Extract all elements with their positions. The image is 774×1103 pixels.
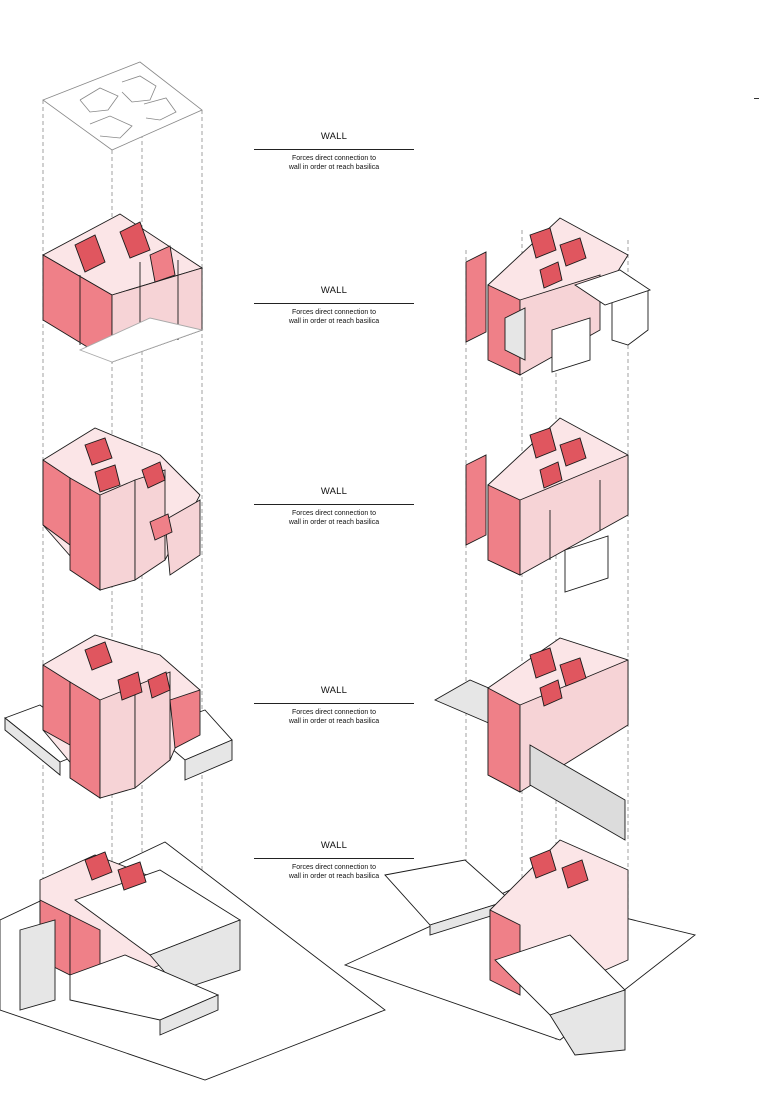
annotation-description-line-1: Forces direct connection to: [291, 709, 377, 716]
annotation-description-line-1: Forces direct connection to: [291, 510, 377, 517]
annotation-description-line-2: wall in order ot reach basilica: [288, 873, 380, 880]
corner-dash-mark: [754, 98, 759, 99]
annotation-divider: [254, 303, 414, 304]
left-level-3-massing: [42, 427, 201, 591]
annotation-description-line-2: wall in order ot reach basilica: [288, 164, 380, 171]
right-level-3-massing: [465, 417, 629, 593]
left-level-4-massing: [4, 634, 233, 799]
left-level-2-massing: [42, 213, 204, 363]
annotation-title: WALL: [320, 131, 348, 142]
annotation-wall-4: WALL Forces direct connection to wall in…: [254, 685, 414, 726]
annotation-title: WALL: [320, 685, 348, 696]
annotation-description-line-1: Forces direct connection to: [291, 155, 377, 162]
annotation-wall-1: WALL Forces direct connection to wall in…: [254, 131, 414, 172]
annotation-divider: [254, 858, 414, 859]
annotation-title: WALL: [320, 486, 348, 497]
right-level-4-massing: [433, 637, 629, 841]
annotation-description-line-1: Forces direct connection to: [291, 309, 377, 316]
annotation-wall-2: WALL Forces direct connection to wall in…: [254, 285, 414, 326]
annotation-description-line-2: wall in order ot reach basilica: [288, 718, 380, 725]
left-level-5-site: [0, 841, 386, 1081]
annotation-description-line-1: Forces direct connection to: [291, 864, 377, 871]
annotation-description-line-2: wall in order ot reach basilica: [288, 318, 380, 325]
annotation-wall-5: WALL Forces direct connection to wall in…: [254, 840, 414, 881]
right-level-5-site: [343, 839, 697, 1056]
annotation-divider: [254, 149, 414, 150]
annotation-title: WALL: [320, 840, 348, 851]
left-level-1-footprint: [42, 61, 203, 151]
right-level-2-massing: [465, 217, 652, 376]
annotation-title: WALL: [320, 285, 348, 296]
annotation-description-line-2: wall in order ot reach basilica: [288, 519, 380, 526]
annotation-wall-3: WALL Forces direct connection to wall in…: [254, 486, 414, 527]
annotation-divider: [254, 504, 414, 505]
annotation-divider: [254, 703, 414, 704]
